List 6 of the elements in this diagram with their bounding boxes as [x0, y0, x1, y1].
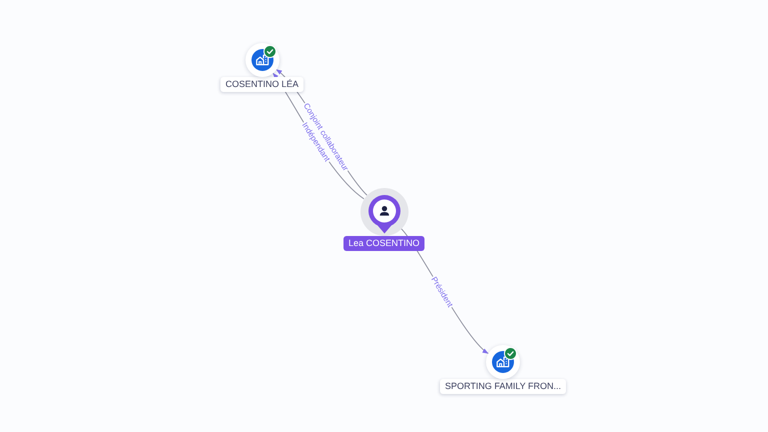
name-label: COSENTINO LÉA: [220, 77, 304, 92]
person-node: [343, 188, 425, 251]
name-label: SPORTING FAMILY FRON...: [440, 379, 566, 394]
name-label: Lea COSENTINO: [343, 236, 425, 251]
company-node: [220, 43, 304, 92]
company-node: [440, 345, 566, 394]
